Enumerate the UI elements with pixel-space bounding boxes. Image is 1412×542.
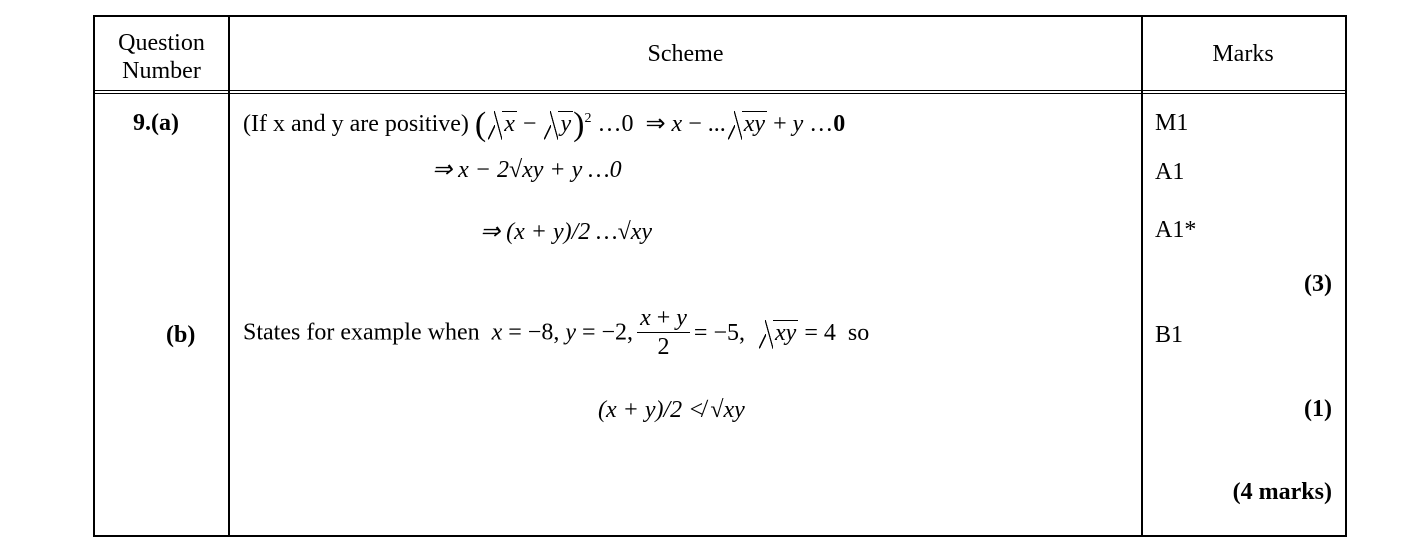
header-divider — [93, 90, 1345, 91]
column-divider — [228, 15, 230, 535]
header-marks: Marks — [1212, 41, 1274, 67]
mark-scheme-table — [93, 15, 1347, 537]
part-b-line-1: States for example when x = −8, y = −2,x… — [243, 305, 870, 360]
part-b-label: (b) — [166, 322, 196, 348]
question-number: 9.(a) — [133, 110, 179, 136]
part-a-line-3: ⇒ (x + y)/2 …√xy — [480, 219, 653, 245]
part-a-total: (3) — [1304, 271, 1332, 297]
mark-a1: A1 — [1155, 159, 1185, 185]
mark-m1: M1 — [1155, 110, 1189, 136]
part-a-line-1: (If x and y are positive) (x − y)2 …0 ⇒ … — [243, 106, 846, 143]
part-b-line-2: (x + y)/2 ≮ √xy — [598, 397, 745, 423]
header-scheme: Scheme — [647, 41, 724, 67]
part-a-intro: (If x and y are positive) — [243, 111, 469, 137]
header-question-number: Question Number — [118, 30, 205, 84]
header-divider — [93, 93, 1345, 94]
mark-b1: B1 — [1155, 322, 1184, 348]
part-a-line-2: ⇒ x − 2√xy + y …0 — [432, 157, 622, 183]
part-b-total: (1) — [1304, 396, 1332, 422]
column-divider — [1141, 15, 1143, 535]
part-b-text: States for example when — [243, 319, 480, 346]
mark-a1-star: A1* — [1155, 217, 1197, 243]
grand-total: (4 marks) — [1232, 479, 1332, 505]
